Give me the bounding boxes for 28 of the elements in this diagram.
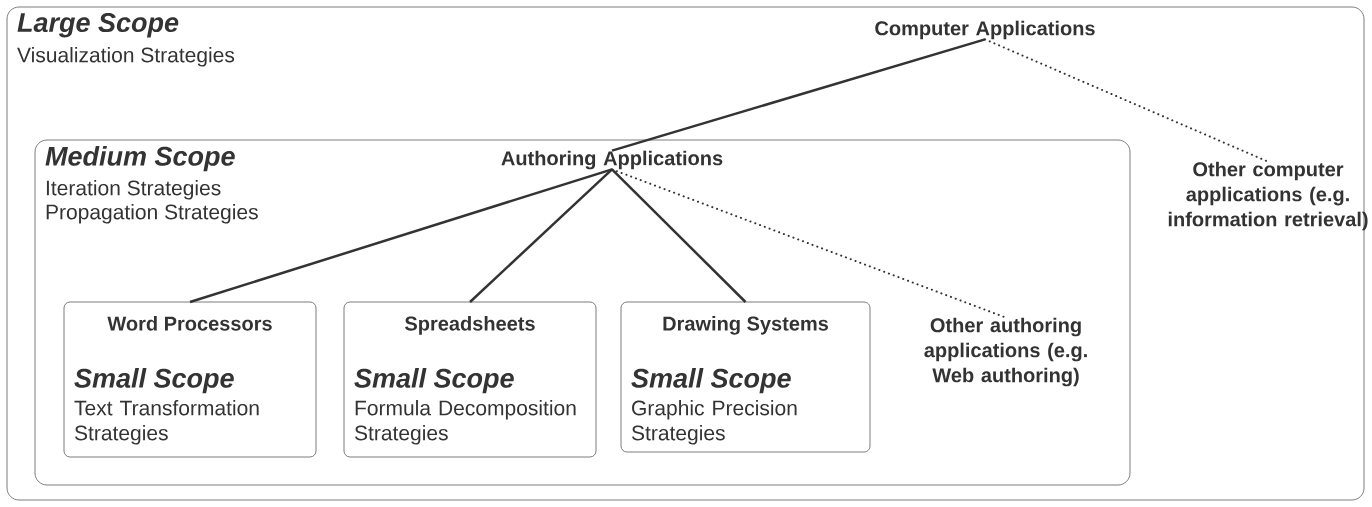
application-box	[63, 301, 317, 458]
strategy-text: Propagation Strategies	[46, 204, 258, 224]
category-label: Computer Applications	[875, 20, 1095, 40]
application-box	[620, 301, 871, 453]
scope-heading: Small Scope	[354, 368, 514, 394]
category-label: Other authoring applications (e.g. Web authoring)	[924, 317, 1087, 387]
scope-frame	[34, 139, 1131, 486]
box-title: Drawing Systems	[663, 316, 829, 335]
strategy-text: Formula Decomposition Strategies	[354, 400, 576, 445]
strategy-text: Visualization Strategies	[17, 47, 235, 67]
connector-line	[611, 168, 747, 303]
dotted-line	[611, 168, 1007, 319]
scope-heading: Medium Scope	[45, 146, 235, 172]
scope-heading: Large Scope	[17, 13, 179, 38]
scope-heading: Small Scope	[631, 368, 791, 394]
strategy-text: Text Transformation Strategies	[74, 400, 259, 445]
connector-line	[469, 168, 613, 303]
strategy-text: Iteration Strategies	[46, 180, 221, 200]
connector-line	[189, 168, 613, 304]
application-box	[343, 301, 597, 458]
dotted-line	[984, 38, 1269, 163]
box-title: Word Processors	[107, 316, 272, 331]
category-label: Other computer applications (e.g. information retrieval)	[1168, 161, 1368, 231]
category-label: Authoring Applications	[501, 150, 723, 170]
box-title: Spreadsheets	[405, 316, 535, 335]
connector-line	[611, 38, 986, 152]
scope-heading: Small Scope	[74, 368, 234, 394]
strategy-text: Graphic Precision Strategies	[631, 400, 797, 445]
